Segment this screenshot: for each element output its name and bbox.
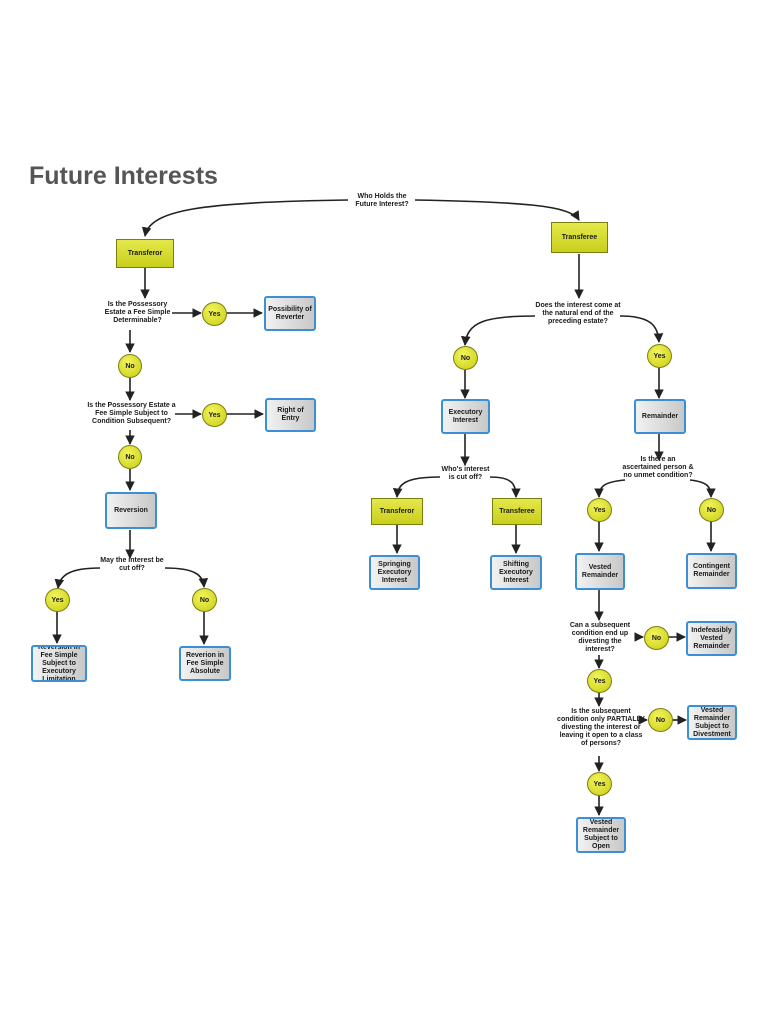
question-partially-divesting: Is the subsequent condition only PARTIAL…: [557, 708, 645, 747]
arrow-q-yes: [619, 315, 664, 343]
question-ascertained-person: Is there an ascertained person & no unme…: [622, 456, 694, 479]
vested-remainder-divestment-box: Vested Remainder Subject to Divestment: [687, 705, 737, 740]
transferee-box: Transferee: [551, 222, 608, 253]
executory-interest-box: Executory Interest: [441, 399, 490, 434]
reversion-box: Reversion: [105, 492, 157, 529]
reversion-fee-simple-absolute-box: Reverion in Fee Simple Absolute: [179, 646, 231, 681]
transferor-box: Transferor: [116, 239, 174, 268]
arrow-cut-no: [164, 567, 209, 588]
no-circle-determinable: No: [118, 354, 142, 378]
vested-remainder-box: Vested Remainder: [575, 553, 625, 590]
arrow-asc-yes: [594, 479, 626, 498]
remainder-box: Remainder: [634, 399, 686, 434]
yes-circle-determinable: Yes: [202, 302, 227, 326]
transferor-box-executory: Transferor: [371, 498, 423, 525]
yes-circle-subsequent: Yes: [587, 669, 612, 693]
page-title: Future Interests: [29, 162, 218, 190]
arrow-who-transferee: [414, 199, 580, 221]
arrow-q-no: [460, 315, 536, 346]
yes-circle-ascertained: Yes: [587, 498, 612, 522]
transferee-box-executory: Transferee: [492, 498, 542, 525]
shifting-executory-interest-box: Shifting Executory Interest: [490, 555, 542, 590]
vested-remainder-open-box: Vested Remainder Subject to Open: [576, 817, 626, 853]
contingent-remainder-box: Contingent Remainder: [686, 553, 737, 589]
question-whos-cut-off: Who's interest is cut off?: [441, 466, 490, 481]
no-circle-partially: No: [648, 708, 673, 732]
reversion-executory-limitation-box: Reversion in Fee Simple Subject to Execu…: [31, 645, 87, 682]
no-circle-condition: No: [118, 445, 142, 469]
indefeasibly-vested-remainder-box: Indefeasibly Vested Remainder: [686, 621, 737, 656]
question-fee-simple-condition: Is the Possessory Estate a Fee Simple Su…: [87, 402, 176, 425]
arrow-asc-no: [689, 479, 716, 498]
yes-circle-condition: Yes: [202, 403, 227, 427]
arrow-who-transferor: [141, 199, 349, 237]
yes-circle-natural-end: Yes: [647, 344, 672, 368]
question-fee-simple-determinable: Is the Possessory Estate a Fee Simple De…: [104, 301, 171, 324]
no-circle-ascertained: No: [699, 498, 724, 522]
possibility-of-reverter-box: Possibility of Reverter: [264, 296, 316, 331]
right-of-entry-box: Right of Entry: [265, 398, 316, 432]
question-natural-end: Does the interest come at the natural en…: [535, 302, 621, 325]
question-who-holds: Who Holds the Future Interest?: [355, 193, 409, 208]
springing-executory-interest-box: Springing Executory Interest: [369, 555, 420, 590]
question-cut-off: May the interest be cut off?: [100, 557, 164, 572]
yes-circle-partially: Yes: [587, 772, 612, 796]
no-circle-subsequent: No: [644, 626, 669, 650]
question-subsequent-condition: Can a subsequent condition end up divest…: [569, 622, 631, 653]
no-circle-natural-end: No: [453, 346, 478, 370]
arrow-cut-yes: [54, 567, 101, 589]
arrow-whos-transferor: [392, 476, 441, 498]
arrow-whos-transferee: [489, 476, 521, 498]
no-circle-cut-off: No: [192, 588, 217, 612]
yes-circle-cut-off: Yes: [45, 588, 70, 612]
